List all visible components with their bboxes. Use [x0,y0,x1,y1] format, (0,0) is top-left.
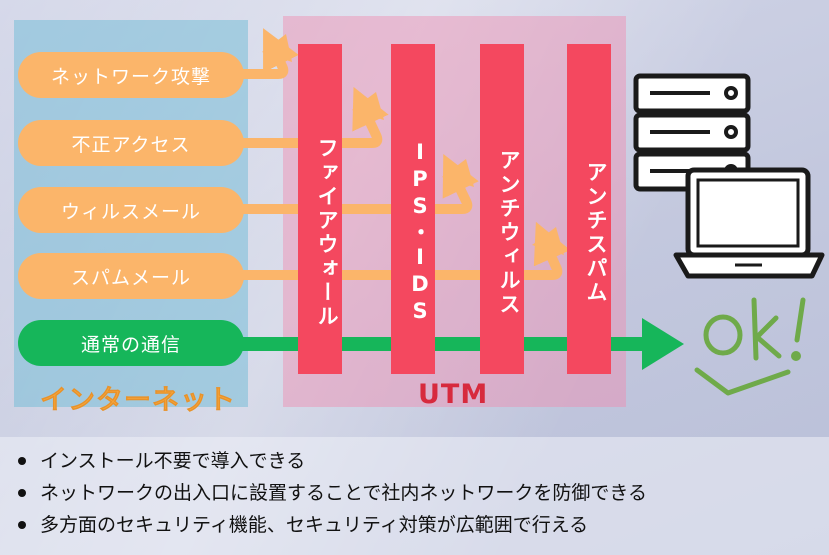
attack-arrow-3 [240,153,479,214]
note-2: ネットワークの出入口に設置することで社内ネットワークを防御できる [40,482,648,504]
attack-arrow-1 [240,28,299,79]
internet-label: インターネット [40,385,236,417]
blocked-head-2 [352,92,384,120]
traffic-virus-mail: ウィルスメール [18,187,244,233]
attack-arrow-4 [240,221,571,280]
traffic-normal: 通常の通信 [18,320,244,366]
blocked-head-3 [442,159,474,187]
normal-arrow-head [642,318,684,370]
note-bullet [18,457,26,465]
blocked-head-1 [262,34,292,62]
utm-label: UTM [418,379,489,410]
attack-arrow-2 [240,86,389,148]
traffic-network-attack: ネットワーク攻撃 [18,52,244,98]
note-bullet [18,521,26,529]
note-3: 多方面のセキュリティ機能、セキュリティ対策が広範囲で行える [40,514,589,536]
traffic-spam-mail: スパムメール [18,253,244,299]
note-1: インストール不要で導入できる [40,450,306,472]
blocked-head-4 [532,227,564,255]
note-bullet [18,489,26,497]
traffic-unauthorized-access: 不正アクセス [18,120,244,166]
filter-anti-spam: アンチスパム [567,44,611,374]
filter-ips-ids: IPS・IDS [391,44,435,374]
filter-firewall: ファイアウォール [298,44,342,374]
filter-anti-virus: アンチウィルス [480,44,524,374]
notes-panel: インストール不要で導入できる ネットワークの出入口に設置することで社内ネットワー… [0,437,829,555]
